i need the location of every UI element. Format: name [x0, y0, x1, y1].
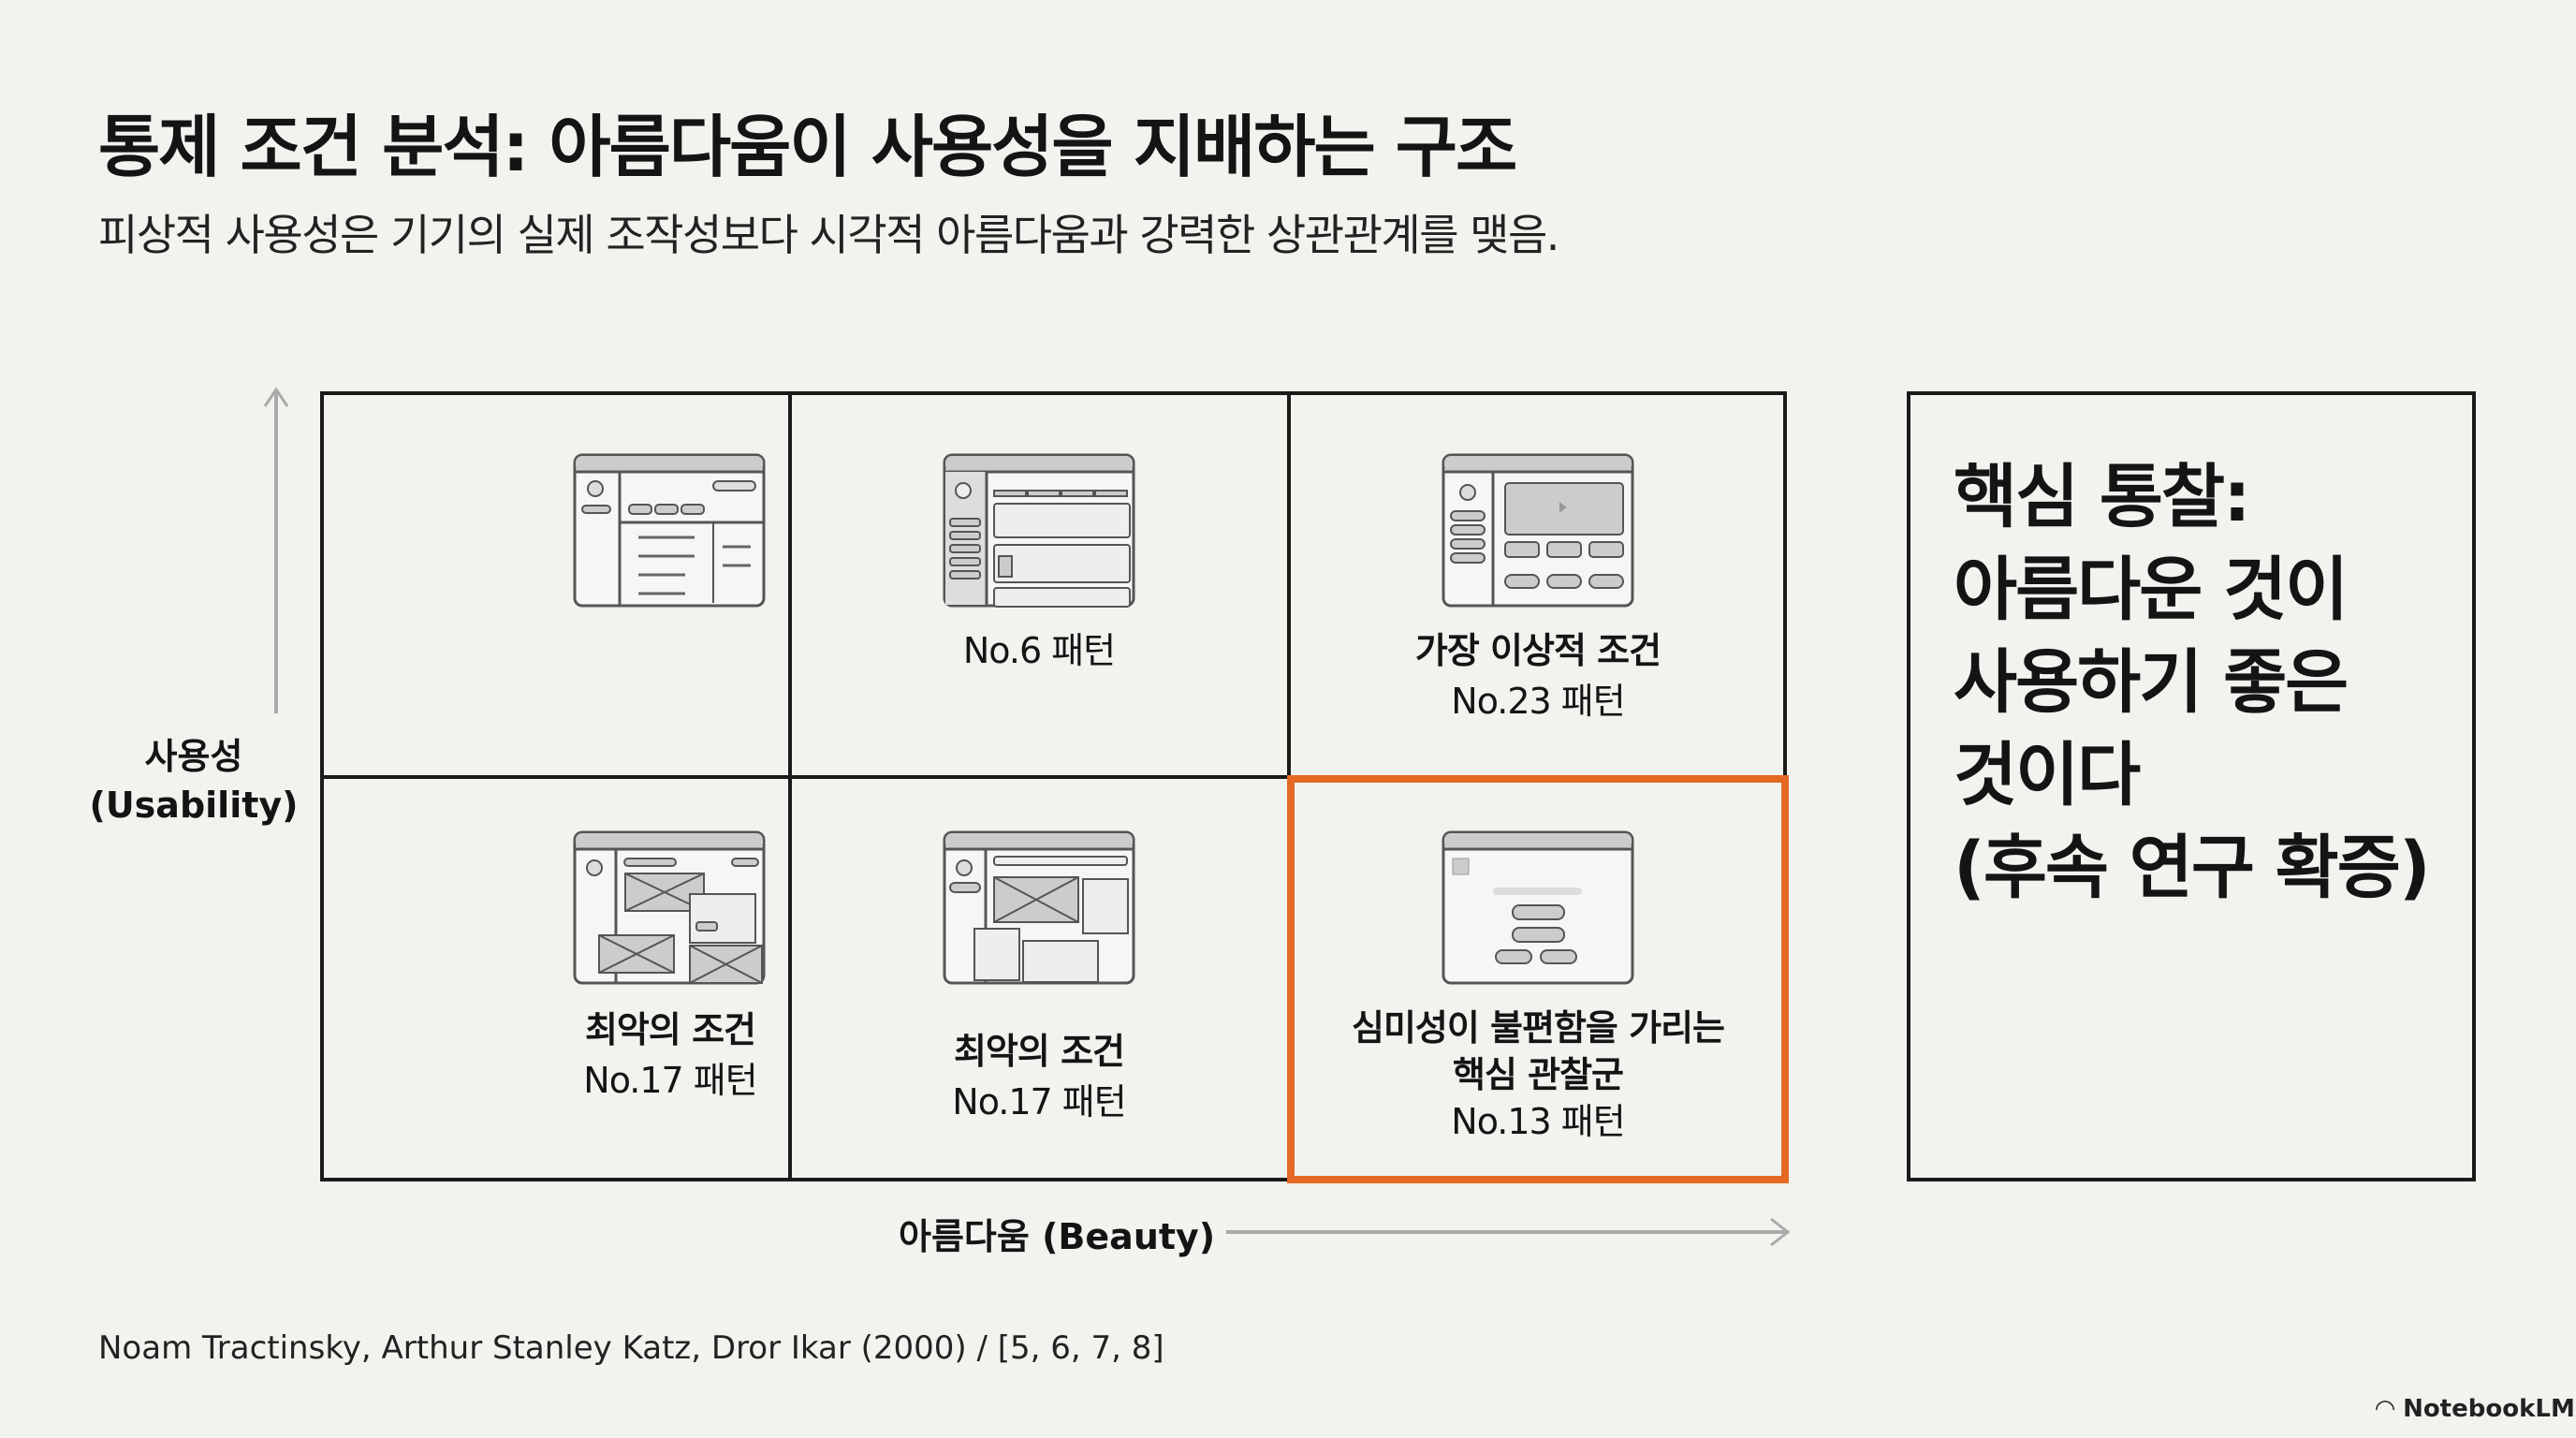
- grid-divider: [320, 775, 1787, 779]
- wireframe-minimal-icon: [1442, 830, 1634, 985]
- cell-title: 최악의 조건: [584, 1009, 756, 1050]
- insight-heading: 핵심 통찰:: [1954, 457, 2251, 537]
- cell-label-bottom-left: 최악의 조건 No.17 패턴: [583, 1005, 757, 1106]
- cell-pattern: No.17 패턴: [952, 1081, 1126, 1123]
- wireframe-dashboard-icon: [573, 453, 766, 608]
- cell-title: 심미성이 불편함을 가리는: [1351, 1007, 1725, 1049]
- wireframe-media-app-icon: [1442, 453, 1634, 608]
- insight-line: 사용하기 좋은: [1954, 642, 2349, 723]
- y-axis-label: 사용성 (Usability): [89, 732, 298, 829]
- wireframe-sidebar-app-icon: [943, 453, 1135, 608]
- brand-watermark: ◠ NotebookLM: [2376, 1395, 2575, 1423]
- brand-label: NotebookLM: [2403, 1395, 2575, 1423]
- insight-line: 아름다운 것이: [1954, 550, 2349, 630]
- notebooklm-logo-icon: ◠: [2376, 1395, 2394, 1423]
- insight-line: 것이다: [1954, 735, 2141, 815]
- insight-box: 핵심 통찰: 아름다운 것이 사용하기 좋은 것이다 (후속 연구 확증): [1907, 391, 2476, 1181]
- highlighted-cell-border: [1287, 775, 1789, 1183]
- cell-label-top-middle: No.6 패턴: [962, 625, 1116, 676]
- wireframe-cluttered-icon: [943, 830, 1135, 985]
- grid-divider: [788, 391, 792, 1181]
- wireframe-cluttered-icon: [573, 830, 766, 985]
- insight-line: (후속 연구 확증): [1954, 828, 2431, 908]
- cell-label-bottom-middle: 최악의 조건 No.17 패턴: [952, 1026, 1126, 1127]
- cell-pattern: No.13 패턴: [1451, 1101, 1625, 1142]
- cell-pattern: No.6 패턴: [962, 630, 1116, 671]
- cell-title: 최악의 조건: [953, 1031, 1125, 1072]
- y-axis-arrow-icon: [263, 387, 289, 713]
- x-axis-arrow-icon: [1226, 1217, 1791, 1247]
- page-title: 통제 조건 분석: 아름다움이 사용성을 지배하는 구조: [98, 108, 1517, 186]
- cell-label-top-right: 가장 이상적 조건 No.23 패턴: [1415, 625, 1661, 726]
- page-subtitle: 피상적 사용성은 기기의 실제 조작성보다 시각적 아름다움과 강력한 상관관계…: [98, 210, 1559, 260]
- citation: Noam Tractinsky, Arthur Stanley Katz, Dr…: [98, 1329, 1164, 1367]
- x-axis-label: 아름다움 (Beauty): [899, 1216, 1216, 1257]
- cell-label-bottom-right: 심미성이 불편함을 가리는 핵심 관찰군 No.13 패턴: [1351, 1005, 1725, 1145]
- y-axis-label-en: (Usability): [89, 785, 299, 826]
- cell-pattern: No.17 패턴: [583, 1060, 757, 1101]
- cell-title: 핵심 관찰군: [1452, 1054, 1624, 1095]
- cell-title: 가장 이상적 조건: [1414, 630, 1661, 671]
- cell-pattern: No.23 패턴: [1451, 681, 1625, 722]
- y-axis-label-ko: 사용성: [144, 736, 243, 777]
